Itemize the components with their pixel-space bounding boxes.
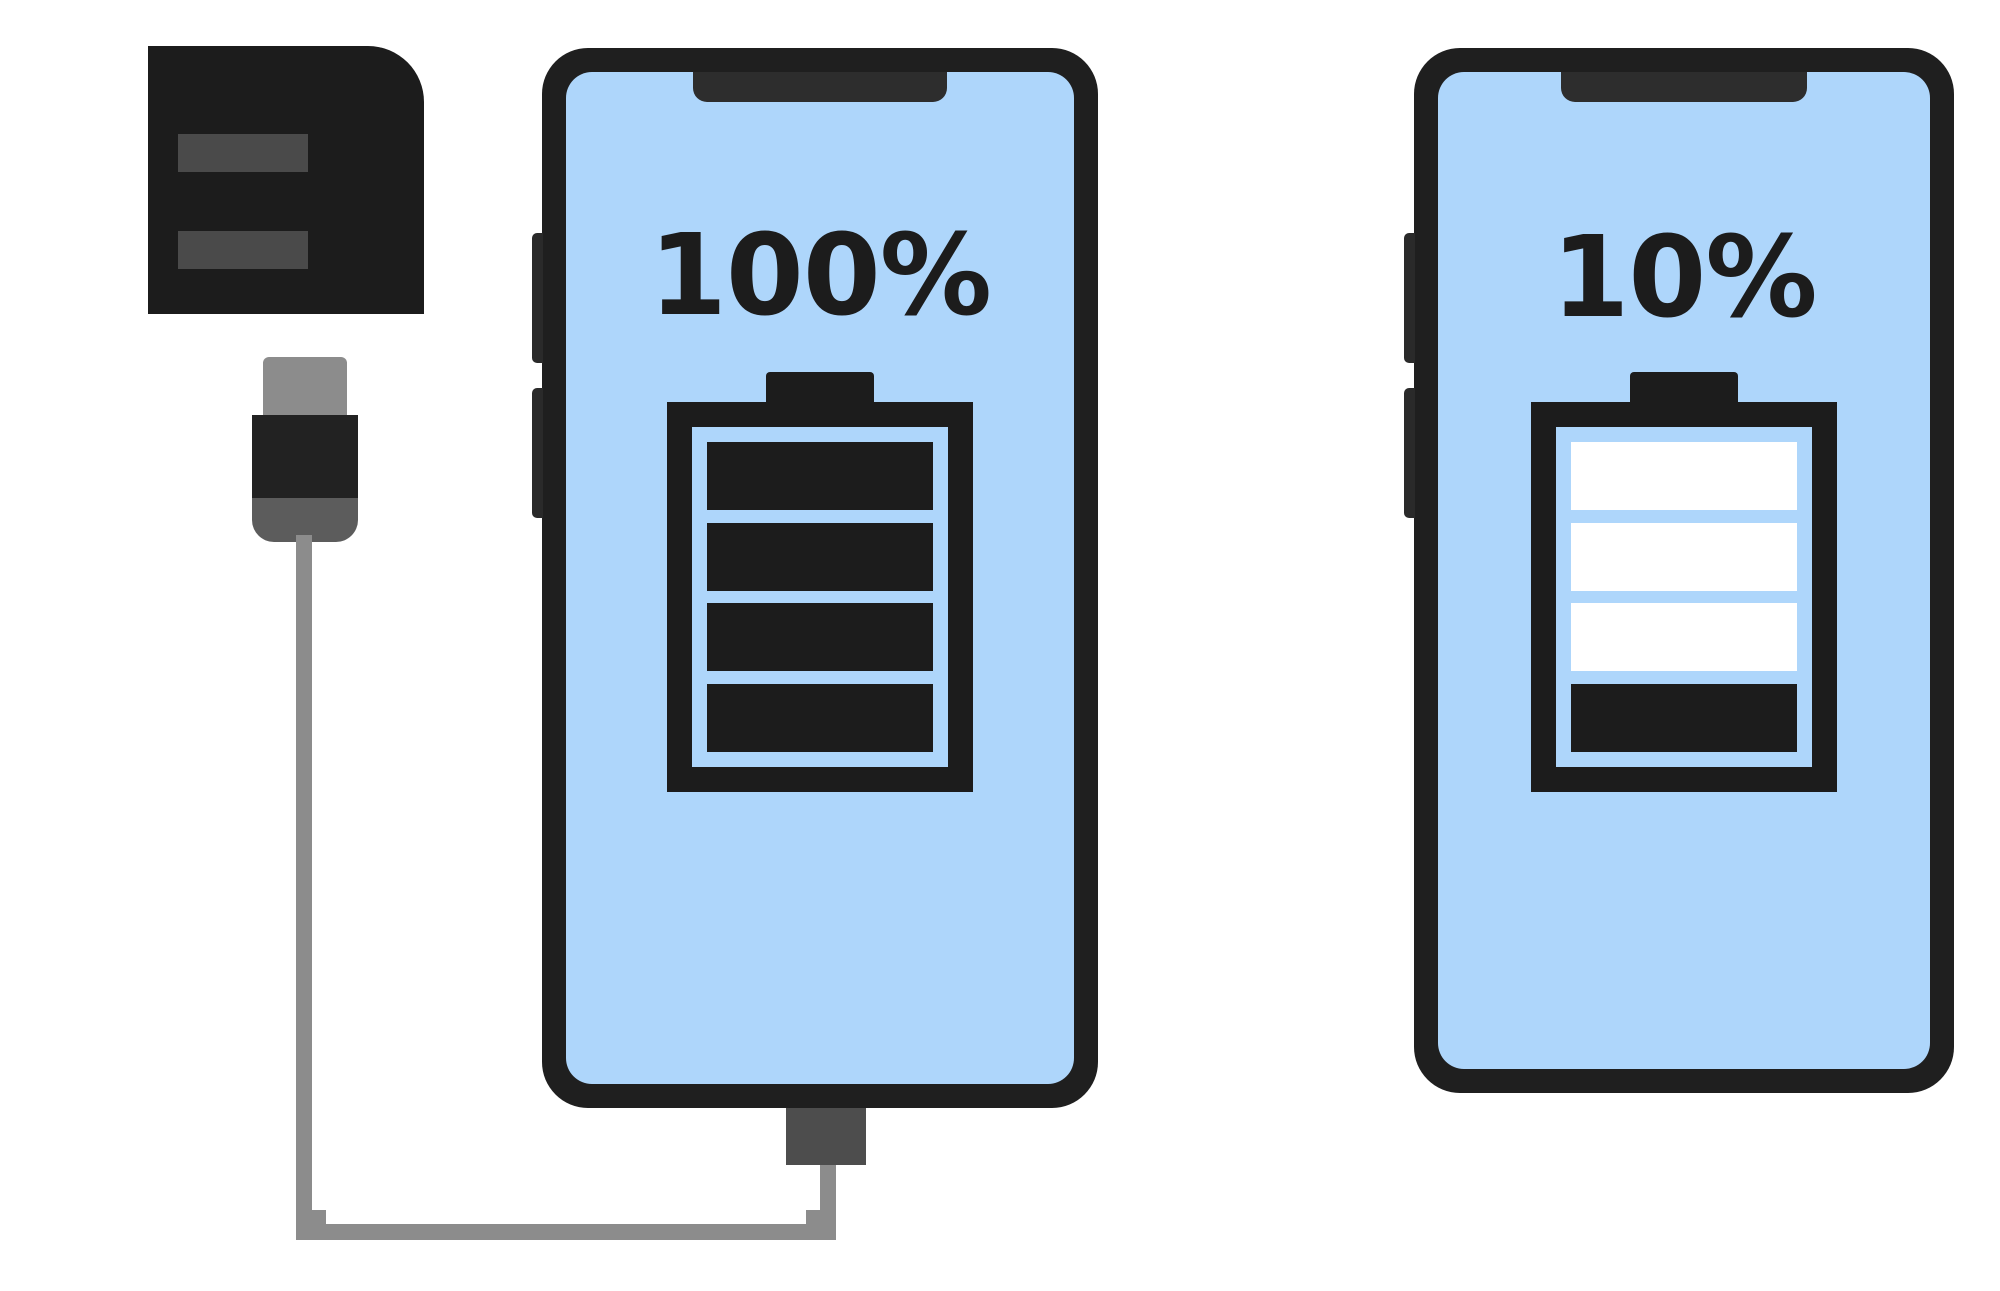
usb-connector-tip (263, 357, 347, 419)
battery-shell (1531, 402, 1837, 792)
battery-cell (1571, 683, 1797, 752)
battery-cell (707, 442, 933, 510)
phone-side-button-power[interactable] (532, 388, 543, 518)
cable-segment-horizontal (296, 1224, 836, 1240)
battery-shell (667, 402, 973, 792)
cable-segment-vertical-right (820, 1148, 836, 1240)
battery-cell (1571, 442, 1797, 510)
battery-cell (707, 522, 933, 591)
battery-percent-label: 100% (648, 211, 992, 341)
wall-charger (148, 46, 424, 314)
battery-percent-label: 10% (1551, 213, 1817, 343)
usb-connector-body (252, 415, 358, 511)
charger-prong-top (178, 134, 308, 172)
phone-notch (1561, 72, 1807, 102)
battery-icon (1531, 372, 1837, 792)
battery-cell (707, 683, 933, 752)
phone-screen: 100% (566, 72, 1074, 1084)
phone-side-button-volume[interactable] (1404, 233, 1415, 363)
battery-cell (707, 603, 933, 672)
phone-charging[interactable]: 100% (532, 48, 1098, 1108)
phone-side-button-volume[interactable] (532, 233, 543, 363)
battery-cap (766, 372, 874, 402)
phone-screen: 10% (1438, 72, 1930, 1069)
phone-notch (693, 72, 947, 102)
phone-side-button-power[interactable] (1404, 388, 1415, 518)
charger-prong-bottom (178, 231, 308, 269)
battery-cell (1571, 603, 1797, 672)
battery-icon (667, 372, 973, 792)
battery-cell (1571, 522, 1797, 591)
charging-plug (786, 1103, 866, 1165)
battery-cap (1630, 372, 1738, 402)
cable-segment-vertical-left (296, 535, 312, 1240)
phone-low-battery[interactable]: 10% (1404, 48, 1954, 1093)
usb-connector-collar (252, 498, 358, 542)
